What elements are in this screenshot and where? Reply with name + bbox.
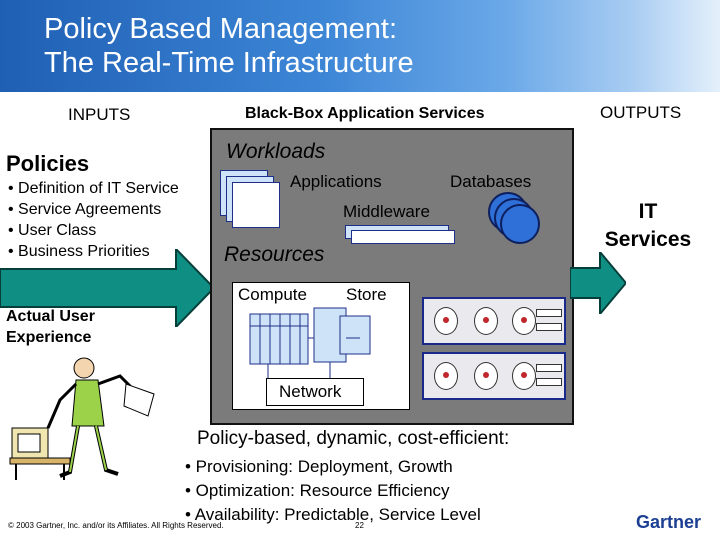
database-disks-icon: [488, 192, 540, 244]
copyright-text: © 2003 Gartner, Inc. and/or its Affiliat…: [8, 521, 224, 530]
storage-array-top: [422, 297, 566, 345]
workloads-label: Workloads: [226, 140, 326, 163]
resources-label: Resources: [224, 243, 325, 266]
policy-item: Service Agreements: [8, 199, 179, 220]
summary-list: • Provisioning: Deployment, Growth • Opt…: [185, 455, 481, 527]
compute-label: Compute: [238, 285, 307, 304]
blackbox-label: Black-Box Application Services: [245, 105, 485, 122]
frustrated-user-illustration: [9, 357, 155, 480]
storage-array-bottom: [422, 352, 566, 400]
slide-title: Policy Based Management: The Real-Time I…: [44, 13, 414, 79]
page-number: 22: [355, 521, 364, 530]
outputs-label: OUTPUTS: [600, 103, 682, 122]
store-label: Store: [346, 285, 387, 304]
it-services-output: IT Services: [604, 200, 692, 251]
user-experience-label: Actual User Experience: [6, 308, 95, 346]
output-arrow: [570, 252, 626, 314]
policy-item: User Class: [8, 220, 179, 241]
network-label: Network: [279, 382, 342, 401]
summary-heading: Policy-based, dynamic, cost-efficient:: [197, 428, 510, 449]
policy-item: Definition of IT Service: [8, 178, 179, 199]
inputs-label: INPUTS: [68, 105, 131, 124]
applications-label: Applications: [290, 172, 382, 191]
title-bar: [0, 0, 720, 92]
gartner-logo: Gartner: [636, 512, 702, 532]
policy-item: Business Priorities: [8, 241, 179, 262]
summary-item: • Optimization: Resource Efficiency: [185, 481, 450, 500]
compute-store-diagram: [249, 307, 371, 381]
input-arrow: [0, 249, 214, 327]
policies-heading: Policies: [6, 151, 90, 176]
summary-item: • Availability: Predictable, Service Lev…: [185, 505, 481, 524]
network-box: [266, 378, 364, 406]
policies-list: Definition of IT Service Service Agreeme…: [8, 178, 179, 262]
databases-label: Databases: [450, 172, 532, 191]
summary-item: • Provisioning: Deployment, Growth: [185, 457, 453, 476]
middleware-label: Middleware: [343, 202, 430, 221]
